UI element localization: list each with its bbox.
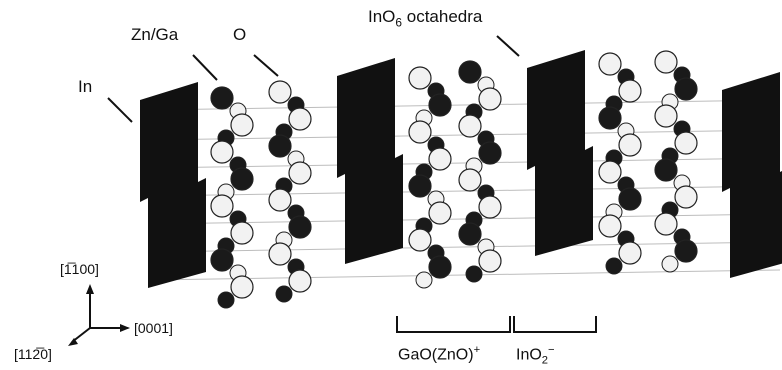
o-atom bbox=[674, 185, 698, 209]
o-atom bbox=[478, 249, 502, 273]
label-ino6-octahedra: InO6 octahedra bbox=[368, 8, 482, 29]
zn-ga-atom bbox=[428, 255, 452, 279]
ino6-octahedron-layer bbox=[140, 82, 206, 288]
o-atom bbox=[415, 271, 433, 289]
zn-ga-atom bbox=[465, 265, 483, 283]
o-atom bbox=[408, 66, 432, 90]
zn-ga-atom bbox=[217, 291, 235, 309]
o-atom bbox=[458, 168, 482, 192]
label-ino2-sup: − bbox=[548, 344, 555, 356]
axis-label-diagonal-text: [112̅0] bbox=[14, 346, 52, 362]
ino6-octahedra-layers bbox=[140, 50, 782, 288]
zn-ga-atom bbox=[458, 222, 482, 246]
axis-label-up-text: [1̅100] bbox=[60, 261, 99, 277]
o-atom bbox=[618, 241, 642, 265]
zn-ga-atom bbox=[674, 239, 698, 263]
o-atom bbox=[618, 79, 642, 103]
zn-ga-atom bbox=[268, 134, 292, 158]
o-atom bbox=[654, 104, 678, 128]
label-pointer-lines bbox=[107, 35, 520, 123]
o-atom bbox=[408, 120, 432, 144]
label-ino6-suffix: octahedra bbox=[402, 7, 483, 26]
zn-ga-atom bbox=[618, 187, 642, 211]
zn-ga-atom bbox=[408, 174, 432, 198]
label-ino2-text: InO bbox=[516, 346, 542, 364]
ino6-octahedron-layer bbox=[337, 58, 403, 264]
o-atom bbox=[268, 188, 292, 212]
axis-label-right: [0001] bbox=[134, 321, 173, 335]
bond-line bbox=[149, 269, 781, 281]
zn-ga-atom bbox=[288, 215, 312, 239]
axis-label-diagonal: [112̅0] bbox=[14, 347, 52, 361]
label-gao-zno-text: GaO(ZnO) bbox=[398, 346, 474, 364]
label-zn-ga: Zn/Ga bbox=[131, 26, 178, 43]
ino6-octahedron-layer bbox=[527, 50, 593, 256]
o-atom bbox=[654, 212, 678, 236]
layer-brackets bbox=[396, 316, 597, 333]
o-atom bbox=[268, 80, 292, 104]
o-atom bbox=[654, 50, 678, 74]
zn-ga-atom bbox=[654, 158, 678, 182]
o-atom bbox=[288, 107, 312, 131]
label-gao-zno-layer: GaO(ZnO)+ bbox=[398, 344, 481, 364]
zn-ga-atom bbox=[674, 77, 698, 101]
o-atom bbox=[428, 201, 452, 225]
zn-ga-atom bbox=[458, 60, 482, 84]
o-atom bbox=[428, 147, 452, 171]
zn-ga-atom bbox=[275, 285, 293, 303]
label-ino6-sub: 6 bbox=[395, 15, 403, 30]
label-o: O bbox=[233, 26, 246, 43]
ino6-octahedron-layer bbox=[722, 72, 782, 278]
o-atom bbox=[288, 161, 312, 185]
zn-ga-atom bbox=[478, 141, 502, 165]
o-atom bbox=[458, 114, 482, 138]
label-ino2-layer: InO2− bbox=[516, 344, 555, 367]
label-in-text: In bbox=[78, 77, 93, 96]
o-atom bbox=[478, 87, 502, 111]
o-atom bbox=[230, 275, 254, 299]
zn-ga-atom bbox=[598, 106, 622, 130]
o-atom bbox=[230, 113, 254, 137]
zn-ga-atom bbox=[428, 93, 452, 117]
o-atom bbox=[230, 221, 254, 245]
bond-line bbox=[149, 241, 781, 253]
o-atom bbox=[618, 133, 642, 157]
zn-ga-atom bbox=[605, 257, 623, 275]
o-atom bbox=[674, 131, 698, 155]
o-atom bbox=[408, 228, 432, 252]
o-atom bbox=[598, 214, 622, 238]
o-atom bbox=[268, 242, 292, 266]
o-atom bbox=[478, 195, 502, 219]
crystal-axes-arrows bbox=[68, 284, 130, 346]
label-ino2-sub: 2 bbox=[541, 354, 549, 367]
o-atom bbox=[210, 140, 234, 164]
o-atom bbox=[598, 52, 622, 76]
label-o-text: O bbox=[233, 25, 247, 44]
atom-chains bbox=[210, 50, 698, 309]
o-atom bbox=[661, 255, 679, 273]
label-ino6-prefix: InO bbox=[368, 7, 396, 26]
o-atom bbox=[210, 194, 234, 218]
bond-lines bbox=[149, 99, 781, 281]
label-gao-zno-sup: + bbox=[473, 344, 481, 356]
axis-label-up: [1̅100] bbox=[60, 262, 99, 276]
axis-label-right-text: [0001] bbox=[134, 320, 173, 336]
o-atom bbox=[598, 160, 622, 184]
zn-ga-atom bbox=[210, 248, 234, 272]
o-atom bbox=[288, 269, 312, 293]
label-in: In bbox=[78, 78, 92, 95]
zn-ga-atom bbox=[230, 167, 254, 191]
label-zn-ga-text: Zn/Ga bbox=[131, 25, 179, 44]
zn-ga-atom bbox=[210, 86, 234, 110]
